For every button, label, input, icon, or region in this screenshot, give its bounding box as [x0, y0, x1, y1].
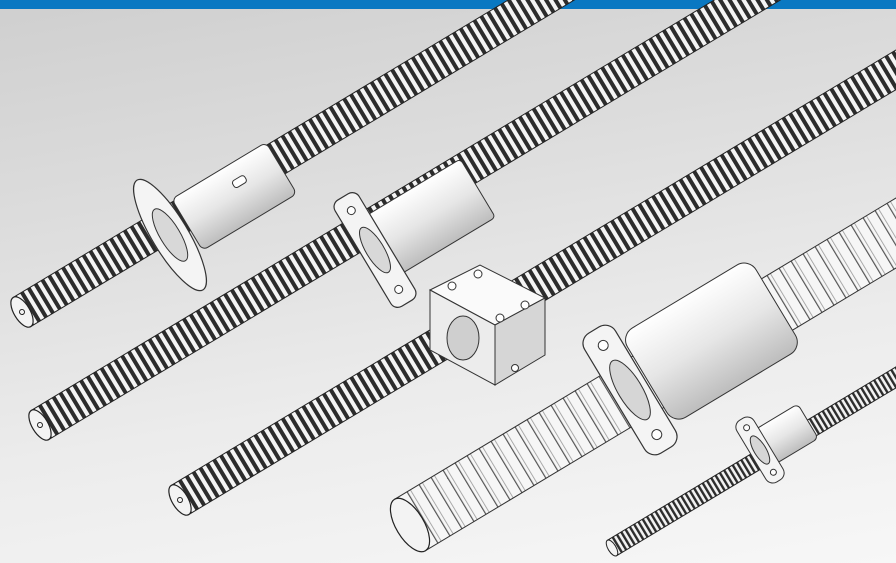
small-flanged-nut: [735, 405, 817, 484]
lead-screw-3: [168, 31, 896, 516]
flanged-cylindrical-nut: [133, 144, 296, 292]
top-accent-bar: [0, 0, 896, 9]
large-flanged-ball-nut: [582, 262, 798, 456]
housing-block-nut: [428, 264, 547, 386]
lead-screw-2: [28, 0, 804, 441]
lead-screw-1: [10, 0, 701, 328]
lead-screw-5: [605, 343, 896, 557]
flanged-block-nut: [333, 160, 495, 308]
ball-screw-4: [389, 179, 896, 553]
